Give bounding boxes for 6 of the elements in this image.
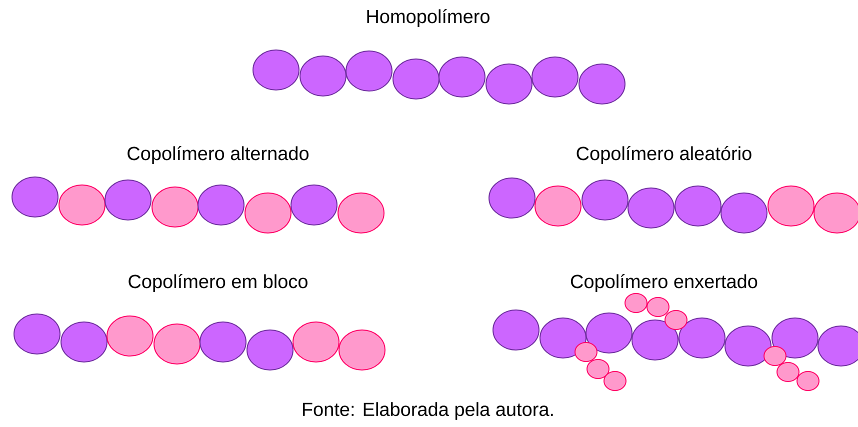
chain-title: Copolímero enxertado <box>570 274 758 292</box>
chain-title: Homopolímero <box>367 9 490 27</box>
chain-title: Copolímero em bloco <box>128 274 308 292</box>
chain-title: Copolímero aleatório <box>576 146 752 164</box>
chain-title: Copolímero alternado <box>128 146 309 164</box>
source-note: Fonte: Elaborada pela autora. <box>302 402 553 420</box>
